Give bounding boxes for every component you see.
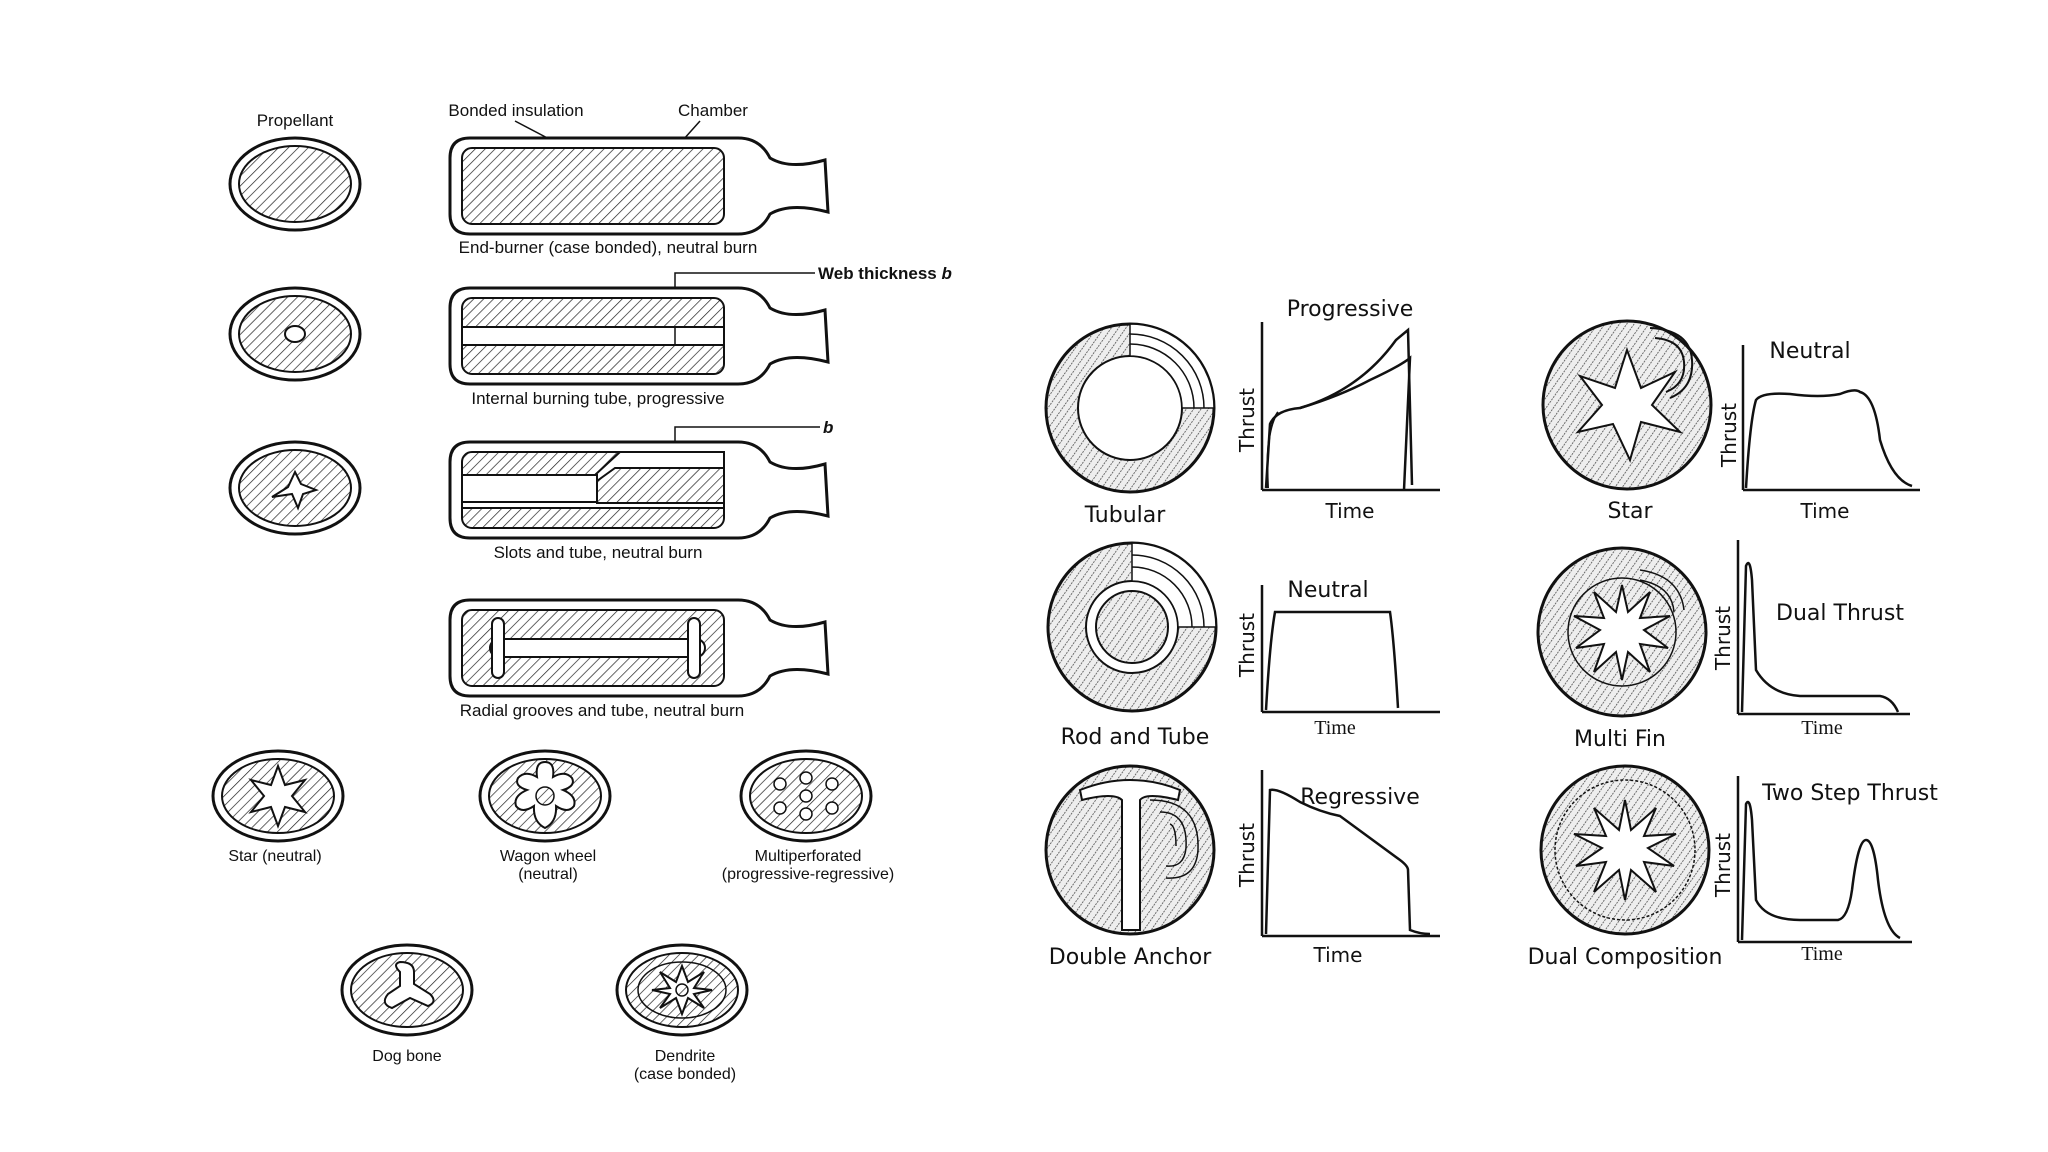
thrust-curve [1740, 561, 1900, 713]
thrust-curve [1740, 800, 1901, 941]
star-grain-r [1541, 319, 1713, 491]
axis-label-thrust: Thrust [1235, 613, 1259, 678]
caption-dendrite-1: Dendrite [655, 1048, 716, 1065]
thrust-curve [1264, 355, 1412, 491]
caption-slots-tube: Slots and tube, neutral burn [494, 543, 703, 562]
axis-label-time: Time [1325, 499, 1375, 523]
panel-star: Star Thrust Time Neutral [1541, 319, 1920, 524]
multi-fin-grain [1536, 546, 1708, 718]
end-burner-motor [448, 136, 830, 236]
caption-wagon-wheel-1: Wagon wheel [500, 848, 596, 865]
axis-label-thrust: Thrust [1235, 823, 1259, 888]
thrust-curve [1744, 389, 1913, 489]
slots-tube-cross-section [228, 440, 362, 536]
tubular-grain [1044, 322, 1216, 494]
panel-tubular: Tubular Thrust Time Progressive [1044, 297, 1440, 528]
right-figure: Tubular Thrust Time Progressive Star Thr… [1044, 297, 1938, 970]
multiperforated-grain [739, 749, 873, 843]
axis-label-time: Time [1801, 717, 1843, 739]
curve-label-neutral: Neutral [1287, 578, 1368, 603]
grain-label-multi-fin: Multi Fin [1574, 727, 1666, 752]
internal-tube-cross-section [228, 286, 362, 382]
axis-label-time: Time [1800, 499, 1850, 523]
axis-label-time: Time [1314, 717, 1356, 739]
internal-tube-motor [448, 286, 830, 386]
panel-multi-fin: Multi Fin Thrust Time Dual Thrust [1536, 540, 1910, 752]
caption-star: Star (neutral) [228, 848, 321, 865]
axis-label-thrust: Thrust [1717, 403, 1741, 468]
web-thickness-leader [674, 272, 815, 290]
caption-dog-bone: Dog bone [372, 1048, 441, 1065]
axis-label-thrust: Thrust [1711, 606, 1735, 671]
label-chamber: Chamber [678, 101, 748, 120]
label-b: b [823, 418, 833, 437]
b-leader [674, 426, 820, 444]
panel-rod-and-tube: Rod and Tube Thrust Time Neutral [1046, 541, 1440, 750]
axis-label-thrust: Thrust [1235, 388, 1259, 453]
grain-label-rod-and-tube: Rod and Tube [1061, 725, 1210, 750]
grain-label-star: Star [1607, 499, 1653, 524]
axis-label-time: Time [1801, 943, 1843, 965]
dual-composition-grain [1539, 764, 1711, 936]
radial-grooves-motor [448, 598, 830, 698]
star-grain [211, 749, 345, 843]
caption-dendrite-2: (case bonded) [634, 1066, 736, 1083]
curve-label-progressive: Progressive [1287, 297, 1414, 322]
caption-multiperforated-1: Multiperforated [755, 848, 862, 865]
end-burner-cross-section [228, 136, 362, 232]
grain-label-double-anchor: Double Anchor [1049, 945, 1212, 970]
double-anchor-grain [1044, 764, 1216, 936]
axis-label-thrust: Thrust [1711, 833, 1735, 898]
curve-label-two-step-thrust: Two Step Thrust [1761, 781, 1938, 806]
panel-double-anchor: Double Anchor Thrust Time Regressive [1044, 764, 1440, 970]
panel-dual-composition: Dual Composition Thrust Time Two Step Th… [1528, 764, 1938, 970]
thrust-curve [1264, 610, 1400, 711]
thrust-curve [1264, 788, 1431, 936]
left-figure: Propellant Bonded insulation Chamber End… [211, 101, 952, 1083]
label-bonded-insulation: Bonded insulation [448, 101, 583, 120]
curve-label-dual-thrust: Dual Thrust [1776, 601, 1904, 626]
caption-wagon-wheel-2: (neutral) [518, 866, 578, 883]
grain-label-dual-composition: Dual Composition [1528, 945, 1723, 970]
label-propellant: Propellant [257, 111, 334, 130]
curve-label-neutral: Neutral [1769, 339, 1850, 364]
rod-and-tube-grain [1046, 541, 1218, 713]
caption-radial-grooves: Radial grooves and tube, neutral burn [460, 701, 744, 720]
dendrite-grain [615, 943, 749, 1037]
label-web-thickness: Web thickness b [818, 264, 952, 283]
grain-label-tubular: Tubular [1084, 503, 1167, 528]
axis-label-time: Time [1313, 943, 1363, 967]
caption-internal-tube: Internal burning tube, progressive [471, 389, 724, 408]
curve-label-regressive: Regressive [1300, 785, 1420, 810]
wagon-wheel-grain [478, 749, 612, 843]
caption-multiperforated-2: (progressive-regressive) [722, 866, 895, 883]
dog-bone-grain [340, 943, 474, 1037]
caption-end-burner: End-burner (case bonded), neutral burn [459, 238, 758, 257]
slots-tube-motor [448, 440, 830, 540]
